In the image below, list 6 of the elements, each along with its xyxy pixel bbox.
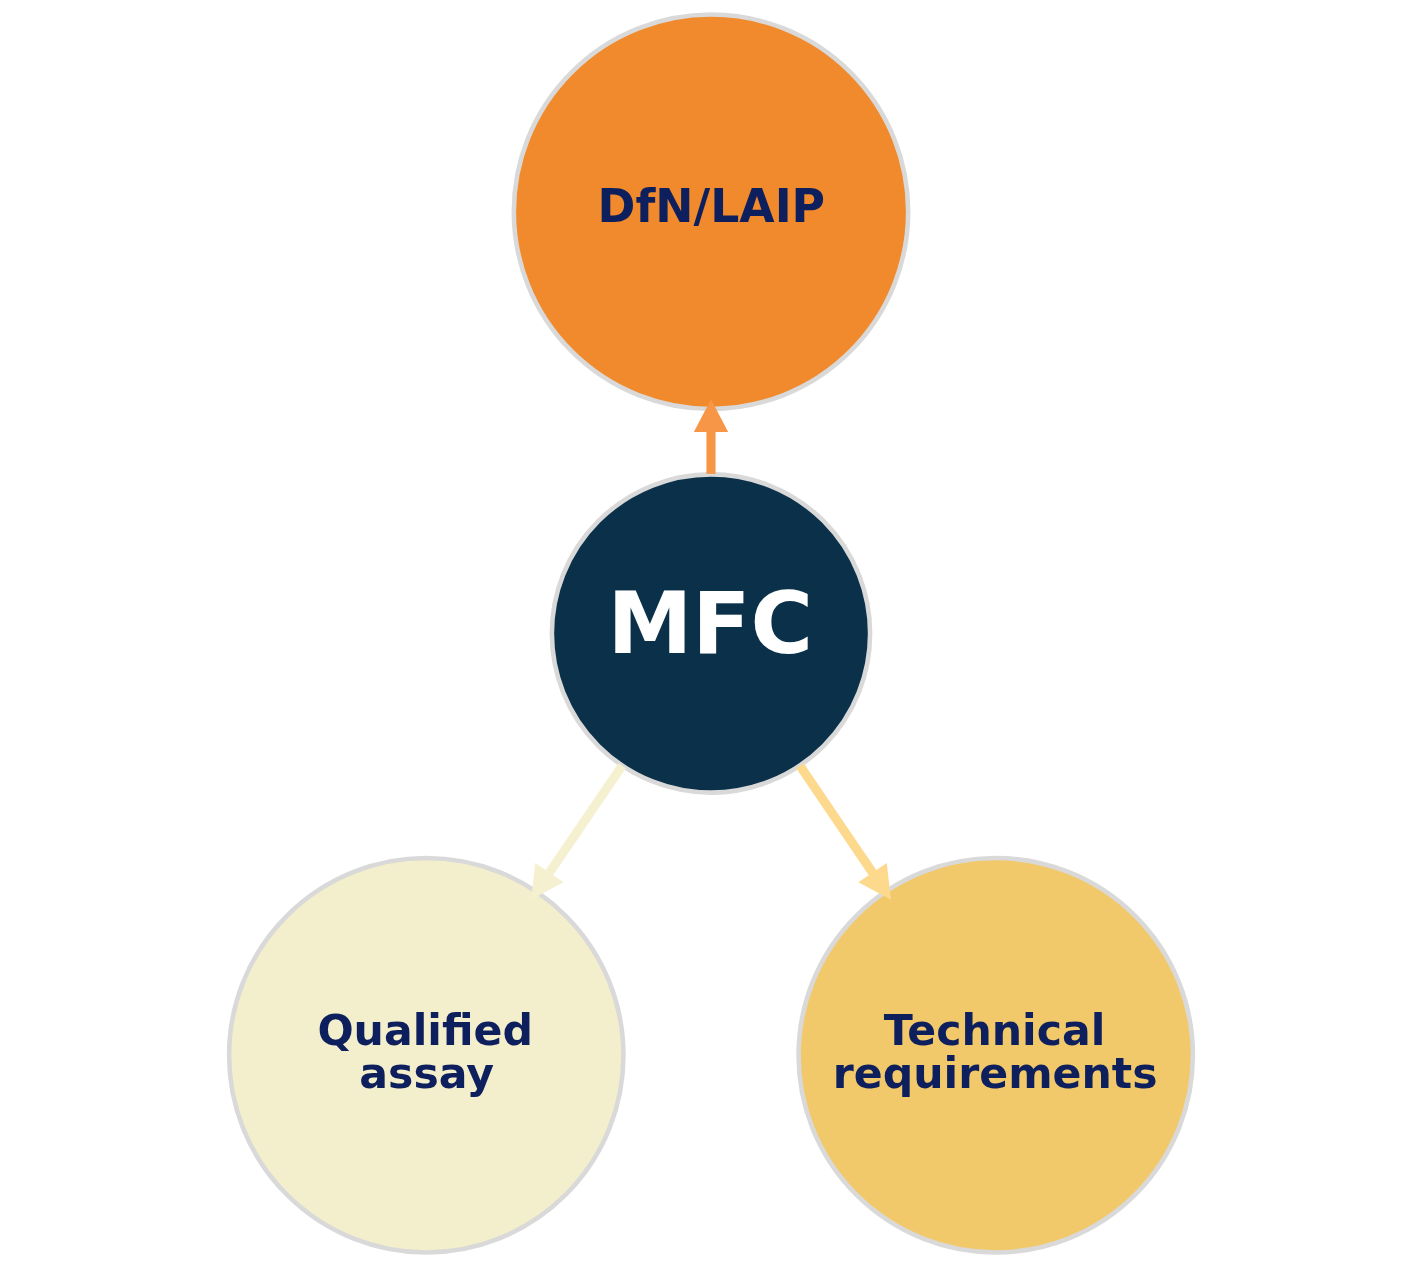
node-circle: MFC xyxy=(549,472,873,795)
node-circle: Qualified assay xyxy=(226,855,626,1255)
node-circle: DfN/LAIP xyxy=(511,12,911,412)
arrow xyxy=(693,399,729,474)
node-circle: Technical requirements xyxy=(796,855,1196,1255)
arrow xyxy=(796,763,891,900)
